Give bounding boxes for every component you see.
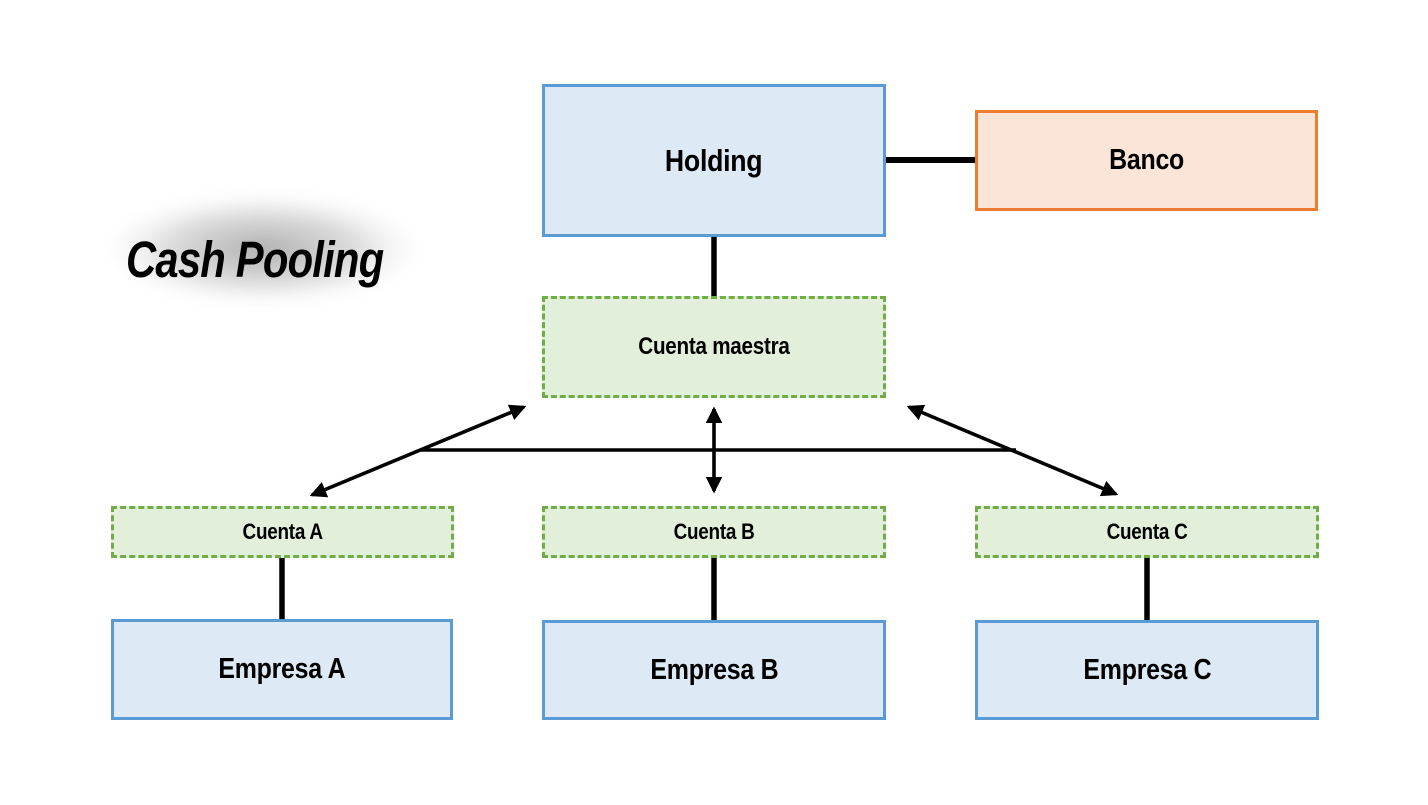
node-holding: Holding [542,84,886,237]
node-cuenta-maestra: Cuenta maestra [542,296,886,398]
node-cuenta-a-label: Cuenta A [242,519,323,544]
node-cuenta-maestra-label: Cuenta maestra [638,333,790,360]
node-empresa-c: Empresa C [975,620,1319,720]
node-cuenta-c: Cuenta C [975,506,1319,558]
node-cuenta-a: Cuenta A [111,506,454,558]
diagram-title: Cash Pooling [126,231,384,288]
edge-maestra-cuenta-c [906,404,1119,497]
node-empresa-c-label: Empresa C [1082,653,1211,686]
node-empresa-b: Empresa B [542,620,886,720]
node-cuenta-b: Cuenta B [542,506,886,558]
node-banco: Banco [975,110,1318,211]
node-empresa-a-label: Empresa A [218,653,346,685]
node-empresa-b-label: Empresa B [649,653,778,686]
node-holding-label: Holding [665,142,763,178]
node-cuenta-c-label: Cuenta C [1106,519,1188,544]
node-banco-label: Banco [1109,144,1184,176]
node-cuenta-b-label: Cuenta B [673,519,755,544]
edge-maestra-cuenta-a [309,404,527,498]
node-empresa-a: Empresa A [111,619,453,720]
